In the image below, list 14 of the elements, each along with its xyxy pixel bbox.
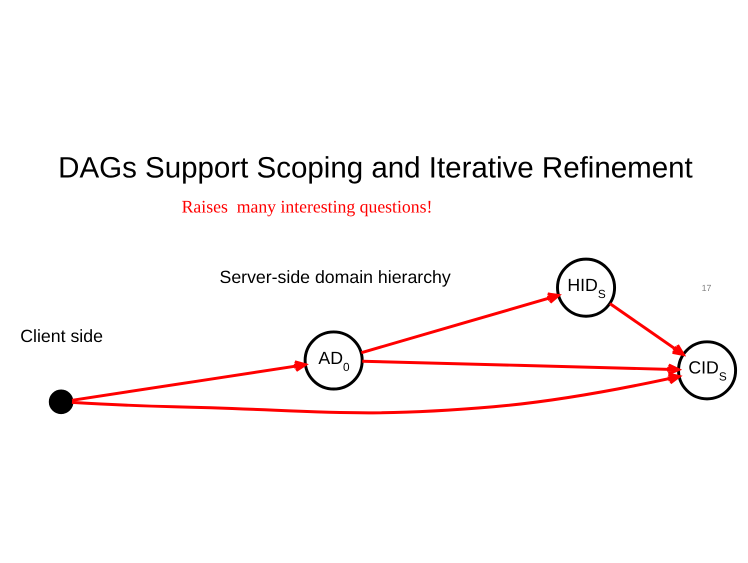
node-circle [48,390,74,414]
label: Client side [20,326,103,346]
arrow [72,372,681,414]
arrow [609,302,685,356]
arrow [362,360,680,376]
node-circle: AD$_{0}$ [304,330,364,390]
label: Raises many interesting questions! [182,196,432,216]
label: 17 [702,282,712,293]
label: Server-side domain hierarchy [220,267,451,288]
node-circle: HID$_{S}$ [556,258,616,318]
diagram-title: DAGs Support Scoping and Iterative Refinement [58,151,693,184]
arrow [72,360,307,402]
node-circle: CID$_{S}$ [677,340,738,400]
arrow [361,292,560,354]
